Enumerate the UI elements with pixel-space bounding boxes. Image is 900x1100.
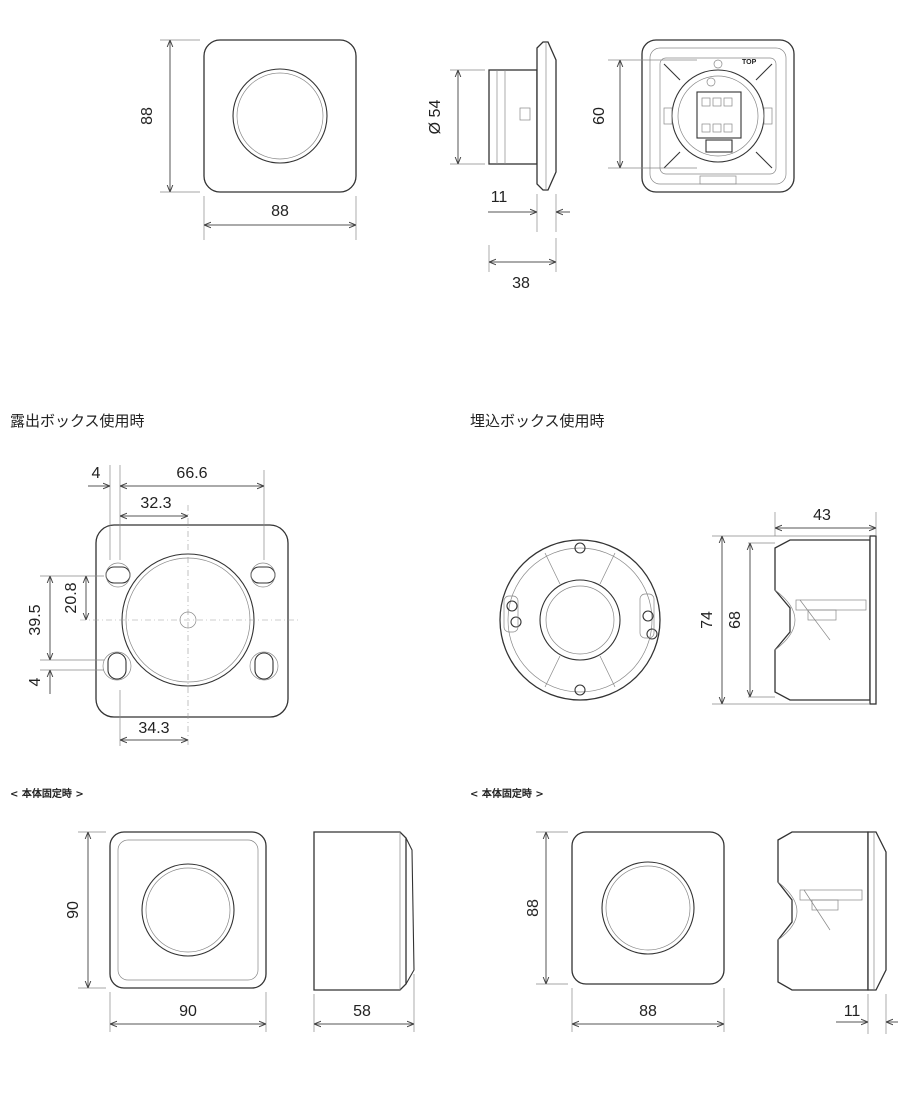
exposed-hole-span-label: 66.6 xyxy=(176,465,207,482)
fixed-exposed-side: 58 xyxy=(313,831,415,1032)
front-width-label: 88 xyxy=(271,203,289,220)
exposed-offset-top-label: 4 xyxy=(92,465,101,482)
fixed-exposed-width-label: 90 xyxy=(179,1003,197,1020)
side-diameter-label: Ø 54 xyxy=(427,100,444,135)
fixed-exposed-depth-label: 58 xyxy=(353,1003,371,1020)
side-depth-total-label: 38 xyxy=(512,275,530,292)
exposed-center-x-label: 32.3 xyxy=(140,495,171,512)
exposed-vertical-span-label: 39.5 xyxy=(27,604,44,635)
exposed-box-view: 4 66.6 32.3 39.5 20.8 4 34.3 xyxy=(27,465,300,746)
fixed-flush-height-label: 88 xyxy=(525,899,542,917)
side-view: Ø 54 11 38 xyxy=(427,41,570,292)
fixed-exposed-height-label: 90 xyxy=(65,901,82,919)
fixed-flush-width-label: 88 xyxy=(639,1003,657,1020)
flush-inner-height-label: 68 xyxy=(727,611,744,629)
back-top-mark: TOP xyxy=(742,59,757,66)
exposed-offset-bottom-label: 4 xyxy=(27,677,44,686)
exposed-vertical-half-label: 20.8 xyxy=(63,582,80,613)
flush-box-title: 埋込ボックス使用時 xyxy=(470,412,605,430)
front-view: 88 88 xyxy=(139,39,357,240)
fixed-label-left: < 本体固定時 > xyxy=(10,789,84,800)
flush-depth-label: 43 xyxy=(813,507,831,524)
back-inner-label: 60 xyxy=(591,107,608,125)
exposed-center-x-bottom-label: 34.3 xyxy=(138,720,169,737)
flush-box-front xyxy=(499,539,661,701)
front-height-label: 88 xyxy=(139,107,156,125)
back-view: TOP 60 xyxy=(591,39,795,193)
flush-outer-height-label: 74 xyxy=(699,611,716,629)
flush-box-side: 43 74 68 xyxy=(699,507,877,705)
side-depth-front-label: 11 xyxy=(491,189,508,206)
fixed-flush-side: 11 xyxy=(777,831,898,1034)
exposed-box-title: 露出ボックス使用時 xyxy=(10,412,145,430)
fixed-flush-front: 88 88 xyxy=(525,831,725,1032)
fixed-flush-depth-label: 11 xyxy=(844,1003,861,1020)
fixed-exposed-front: 90 90 xyxy=(65,831,267,1032)
fixed-label-right: < 本体固定時 > xyxy=(470,789,544,800)
